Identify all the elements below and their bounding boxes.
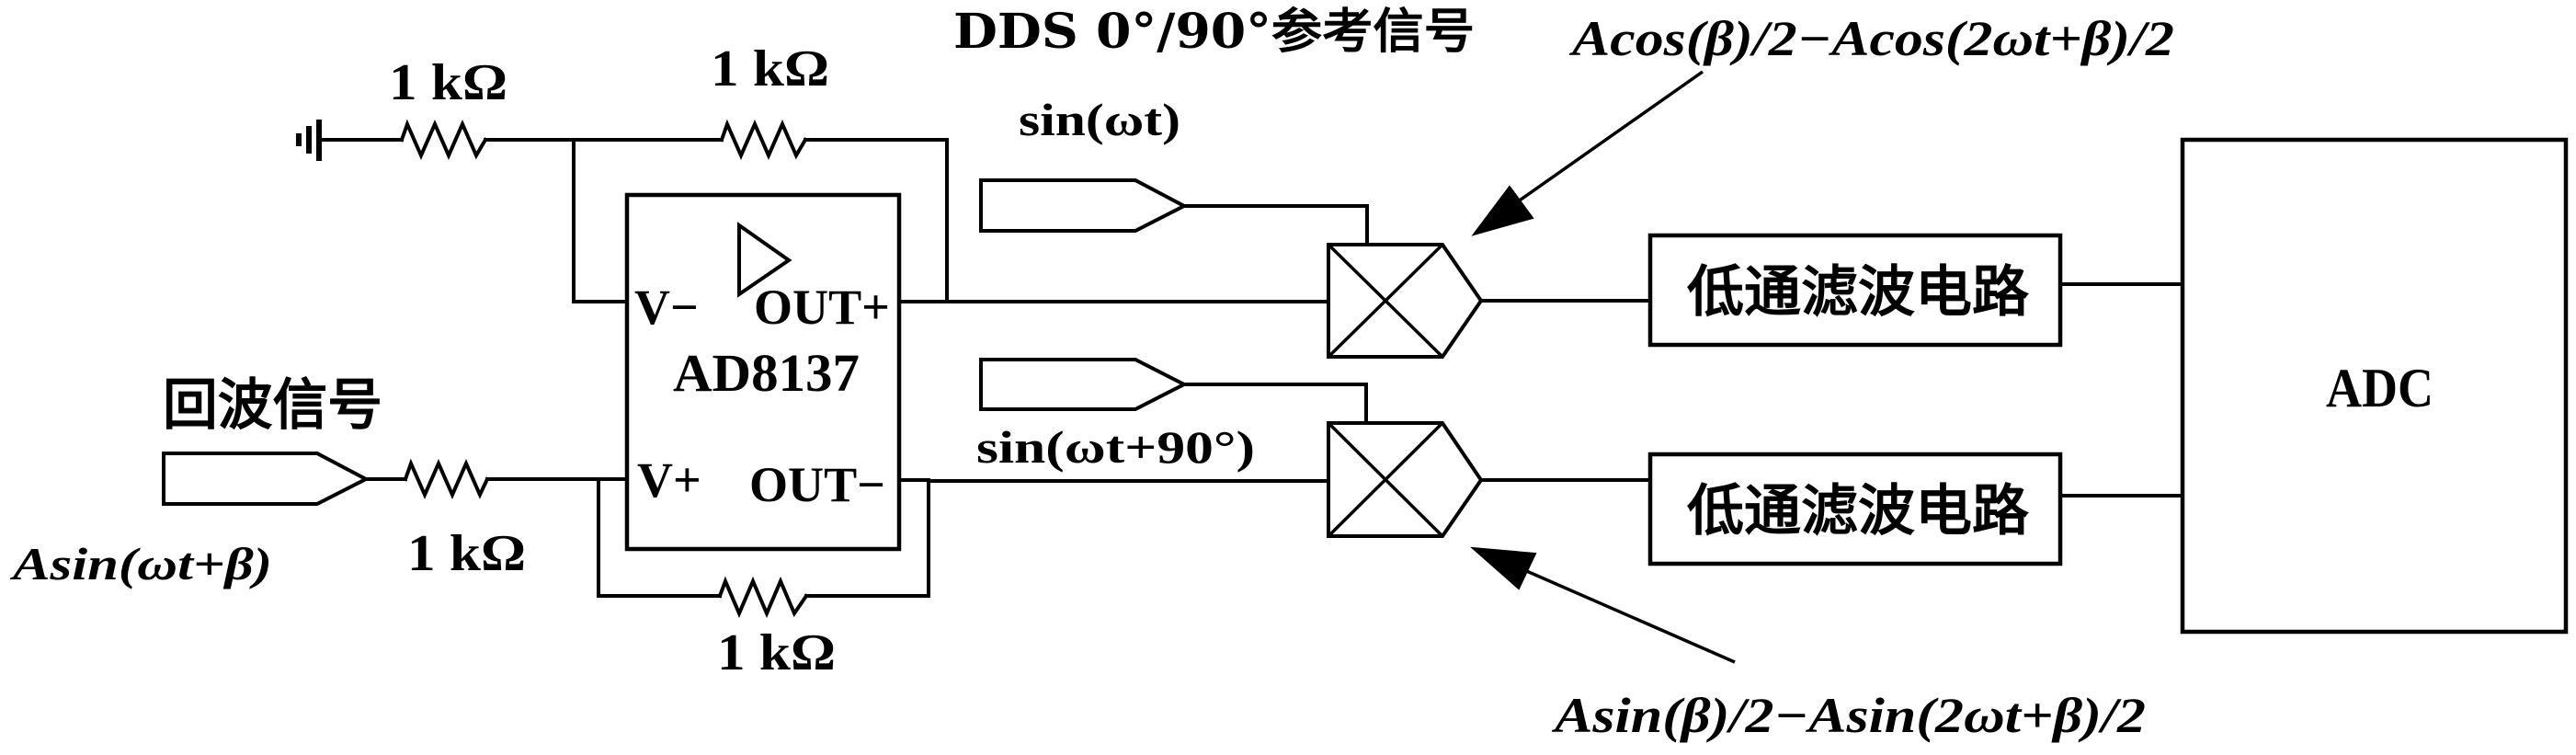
reference-90-port-icon (979, 358, 1189, 411)
pin-out-minus-label: OUT− (749, 457, 885, 512)
ground-icon (296, 120, 322, 161)
lpf-i-label: 低通滤波电路 (1687, 260, 2030, 325)
lpf-q-label: 低通滤波电路 (1687, 479, 2030, 543)
multiplier-x-icon-stroke (1327, 421, 1444, 538)
multiplier-x-icon-stroke (1327, 243, 1444, 359)
resistor-ground-label: 1 kΩ (389, 54, 507, 111)
mixer-q (1327, 421, 1484, 538)
amplifier-body (624, 192, 902, 552)
wire-top-feedback-to-outplus (804, 138, 949, 303)
wire-junction-to-vminus (572, 138, 629, 303)
pin-v-plus-label: V+ (637, 452, 701, 508)
dds-reference-title: DDS 0°/90°参考信号 (953, 4, 1475, 60)
mixer-i-body (1327, 243, 1484, 359)
resistor-ground-icon (399, 119, 488, 160)
pin-out-plus-label: OUT+ (754, 280, 890, 335)
op-amp-triangle-icon (737, 222, 792, 298)
resistor-feedback-bottom-label: 1 kΩ (717, 624, 836, 681)
pin-v-minus-label: V− (634, 280, 699, 335)
arrowhead-icon (1471, 185, 1534, 236)
reference-90-label: sin(ωt+90°) (976, 421, 1255, 473)
adc-block (2180, 137, 2569, 635)
arrow-mixer-i-annotation (1471, 70, 1704, 236)
resistor-feedback-bottom-icon (717, 576, 809, 619)
resistor-feedback-top-label: 1 kΩ (711, 40, 829, 97)
amplifier-part-label: AD8137 (673, 343, 860, 403)
mixer-i (1327, 243, 1484, 359)
reference-0-label: sin(ωt) (1019, 94, 1180, 145)
resistor-feedback-top-icon (719, 119, 808, 160)
wire-feedback-bottom-right (804, 478, 930, 598)
lpf-q-block (1647, 452, 2063, 566)
mixer-i-output-formula: Acos(β)/2−Acos(2ωt+β)/2 (1569, 11, 2174, 66)
adc-label: ADC (2326, 358, 2434, 418)
lpf-i-block (1647, 233, 2063, 348)
top-feedback-network (317, 119, 949, 303)
wire-vplus-feedback-left (597, 477, 722, 598)
input-signal-title: 回波信号 (163, 373, 382, 438)
mixer-q-body (1327, 421, 1484, 538)
bottom-feedback-network (597, 477, 930, 619)
arrow-mixer-q-annotation (1470, 546, 1736, 664)
reference-0-port-icon (979, 178, 1189, 233)
resistor-input-label: 1 kΩ (407, 525, 526, 582)
amplifier-ad8137 (624, 192, 902, 552)
input-signal-port-icon (162, 452, 370, 506)
input-signal-formula: Asin(ωt+β) (9, 538, 272, 589)
mixer-q-output-formula: Asin(β)/2−Asin(2ωt+β)/2 (1552, 688, 2146, 743)
resistor-input-icon (403, 458, 490, 499)
wire-ref0-to-mixer-i (1182, 204, 1369, 246)
arrowhead-icon (1470, 546, 1537, 590)
wire-ref90-to-mixer-q (1182, 383, 1368, 425)
